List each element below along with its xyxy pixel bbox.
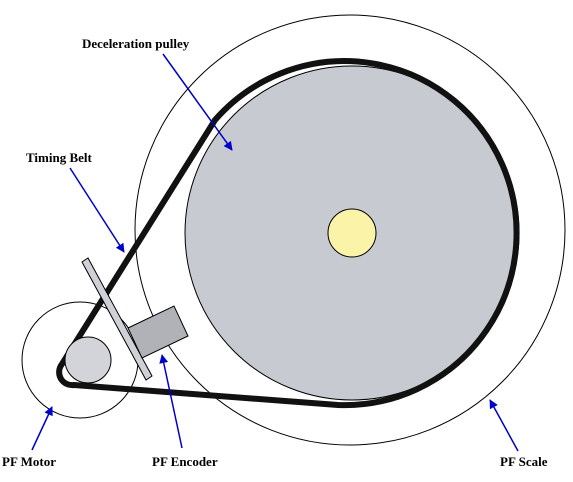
pf-encoder-plate [81, 257, 153, 381]
pf-encoder-block [127, 305, 189, 359]
timing-belt-arrow [69, 167, 125, 253]
pf-scale-label: PF Scale [500, 454, 548, 469]
pf-scale-arrow [489, 399, 519, 452]
pulley-hub [327, 208, 377, 258]
deceleration-pulley-arrow [162, 53, 233, 151]
pf-encoder-arrow [159, 354, 183, 449]
pf-encoder-label: PF Encoder [152, 454, 218, 469]
pf-motor-arrow [31, 406, 53, 451]
deceleration-pulley-label: Deceleration pulley [82, 36, 190, 51]
pf-motor-label: PF Motor [2, 454, 56, 469]
timing-belt [56, 58, 520, 409]
pf-motor-pulley [64, 336, 112, 384]
timing-belt-label: Timing Belt [26, 150, 93, 165]
